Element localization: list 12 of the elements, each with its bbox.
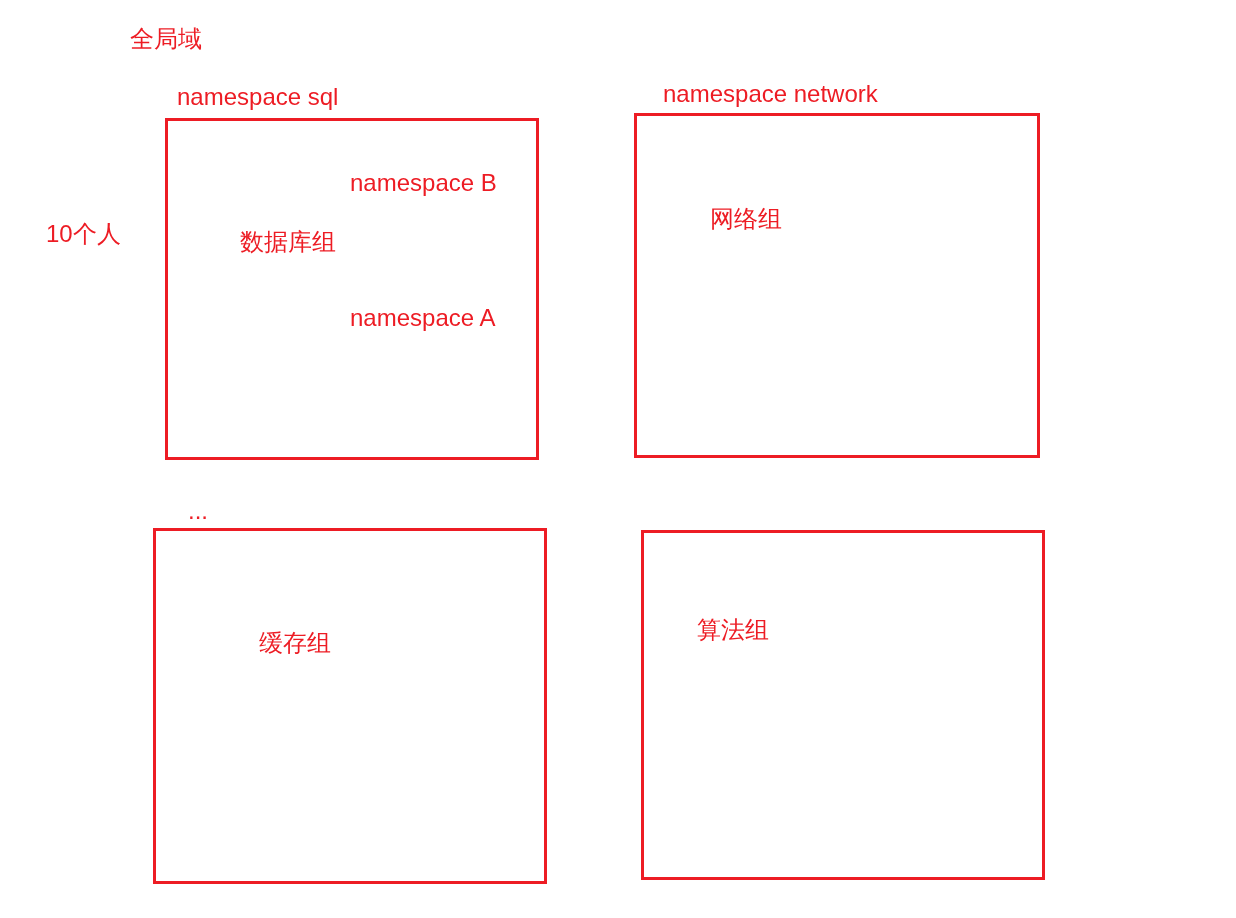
annotation-text: 全局域 [130,27,202,51]
box-title: ... [188,499,208,523]
annotation-text: 10个人 [46,222,121,246]
box-text: 网络组 [710,207,782,231]
box-text: 缓存组 [259,631,331,655]
box-text: 算法组 [697,618,769,642]
group-box [641,530,1045,880]
box-title: namespace network [663,82,878,106]
box-text: 数据库组 [240,230,336,254]
box-text: namespace A [350,306,496,330]
box-title: namespace sql [177,85,339,109]
box-text: namespace B [350,171,497,195]
